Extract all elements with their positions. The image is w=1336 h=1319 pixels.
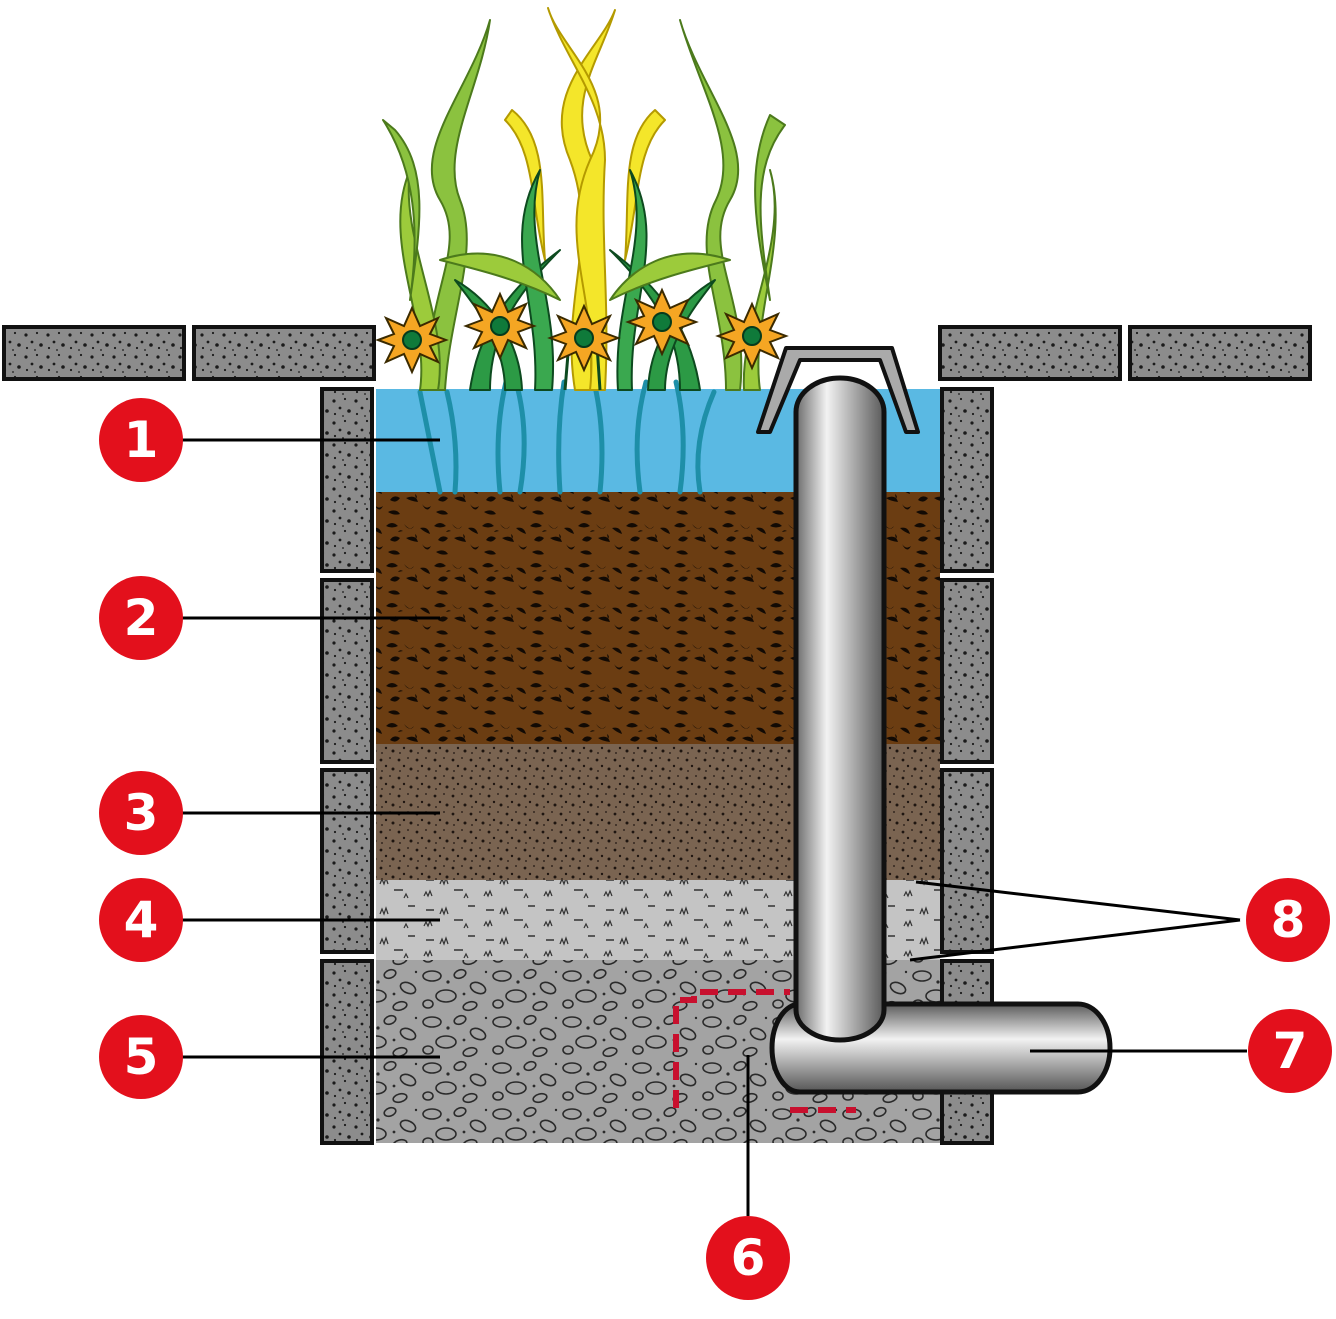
callouts: 1 2 3 4 5 6 7 8	[99, 398, 1332, 1300]
pipe-icon	[769, 375, 1113, 1095]
wall-block-left	[320, 578, 374, 764]
callout-1: 1	[99, 398, 183, 482]
leader-line-8b	[909, 918, 1241, 962]
callout-1-label: 1	[124, 411, 159, 469]
callout-7: 7	[1248, 1009, 1332, 1093]
leader-lines	[182, 438, 1247, 1216]
callout-2-label: 2	[124, 589, 159, 647]
callout-3-label: 3	[124, 784, 159, 842]
leader-line-8a	[915, 880, 1241, 922]
wall-block-left	[320, 768, 374, 954]
paving-block	[1128, 325, 1312, 381]
wall-block-right	[940, 387, 994, 573]
callout-8: 8	[1246, 878, 1330, 962]
callout-4: 4	[99, 878, 183, 962]
wall-block-right	[940, 768, 994, 954]
wall-block-right	[940, 578, 994, 764]
paving-blocks	[2, 325, 1312, 381]
sump-outline	[673, 989, 856, 1113]
flower-icon	[549, 305, 619, 371]
callout-6: 6	[706, 1216, 790, 1300]
plant-stems	[417, 379, 717, 495]
wall-block-left	[320, 959, 374, 1145]
callout-3: 3	[99, 771, 183, 855]
callout-2: 2	[99, 576, 183, 660]
callout-6-label: 6	[731, 1229, 766, 1287]
paving-block	[2, 325, 186, 381]
callout-4-label: 4	[124, 891, 159, 949]
callout-5: 5	[99, 1015, 183, 1099]
drain-cap-icon	[756, 346, 920, 434]
pit-walls	[320, 387, 994, 1145]
callout-5-label: 5	[124, 1028, 159, 1086]
callout-8-label: 8	[1271, 891, 1306, 949]
paving-block	[192, 325, 376, 381]
paving-block	[938, 325, 1122, 381]
wall-block-left	[320, 387, 374, 573]
callout-7-label: 7	[1273, 1022, 1308, 1080]
pipe-vertical	[793, 375, 887, 1043]
